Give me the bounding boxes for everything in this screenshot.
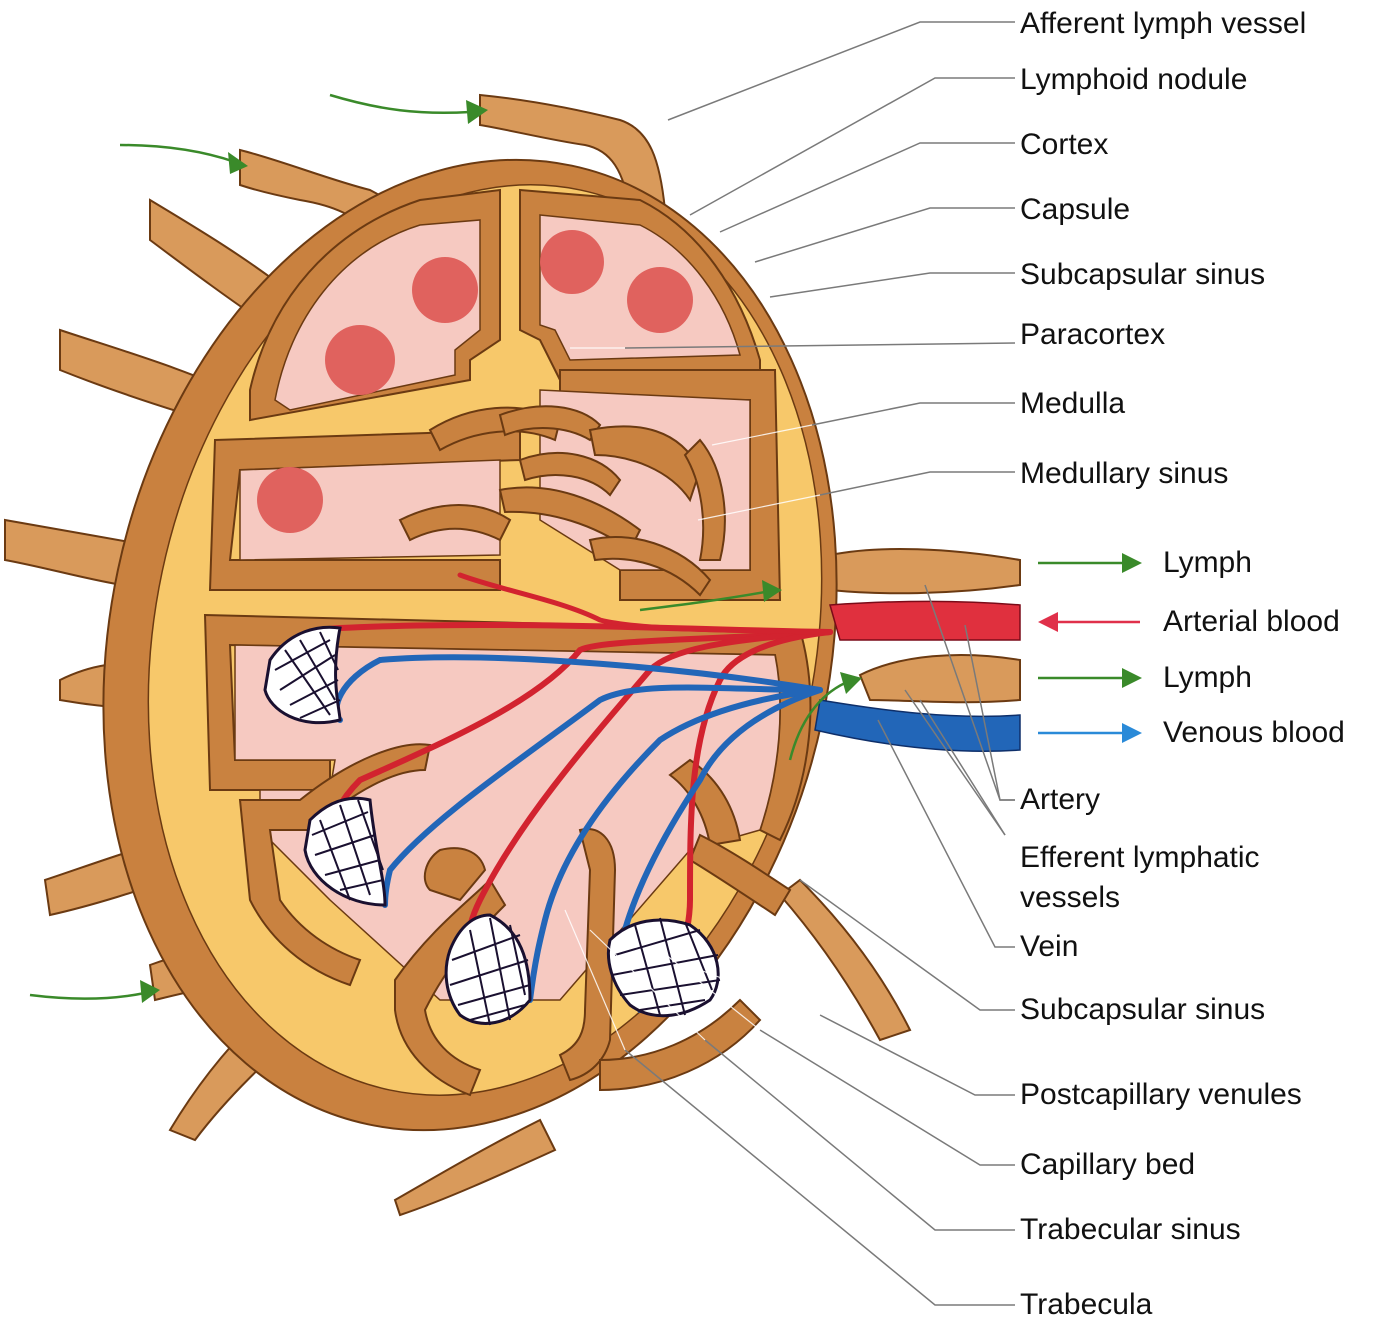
label-artery: Artery [1020,783,1100,817]
label-paracortex: Paracortex [1020,318,1165,352]
label-capillary-bed: Capillary bed [1020,1148,1195,1182]
lymphoid-nodule [540,230,604,294]
label-medulla: Medulla [1020,387,1125,421]
label-cortex: Cortex [1020,128,1108,162]
lymphoid-nodule [257,467,323,533]
label-vein: Vein [1020,930,1078,964]
label-capsule: Capsule [1020,193,1130,227]
label-medullary-sinus: Medullary sinus [1020,457,1228,491]
label-trabecula: Trabecula [1020,1288,1152,1322]
legend-label-venous-blood: Venous blood [1163,716,1345,750]
lymphoid-nodule [325,325,395,395]
legend-label-lymph: Lymph [1163,661,1252,695]
label-lymphoid-nodule: Lymphoid nodule [1020,63,1247,97]
label-trabecular-sinus: Trabecular sinus [1020,1213,1241,1247]
legend-label-arterial-blood: Arterial blood [1163,605,1340,639]
label-efferent-lymphatic-vessels-line2: vessels [1020,881,1120,915]
legend-label-lymph: Lymph [1163,546,1252,580]
label-efferent-lymphatic-vessels: Efferent lymphatic [1020,841,1260,875]
label-afferent-lymph-vessel: Afferent lymph vessel [1020,7,1306,41]
lymphoid-nodule [412,257,478,323]
label-subcapsular-sinus-bottom: Subcapsular sinus [1020,993,1265,1027]
lymphoid-nodule [627,267,693,333]
legend-arrows [1038,553,1142,743]
label-subcapsular-sinus-top: Subcapsular sinus [1020,258,1265,292]
label-postcapillary-venules: Postcapillary venules [1020,1078,1302,1112]
